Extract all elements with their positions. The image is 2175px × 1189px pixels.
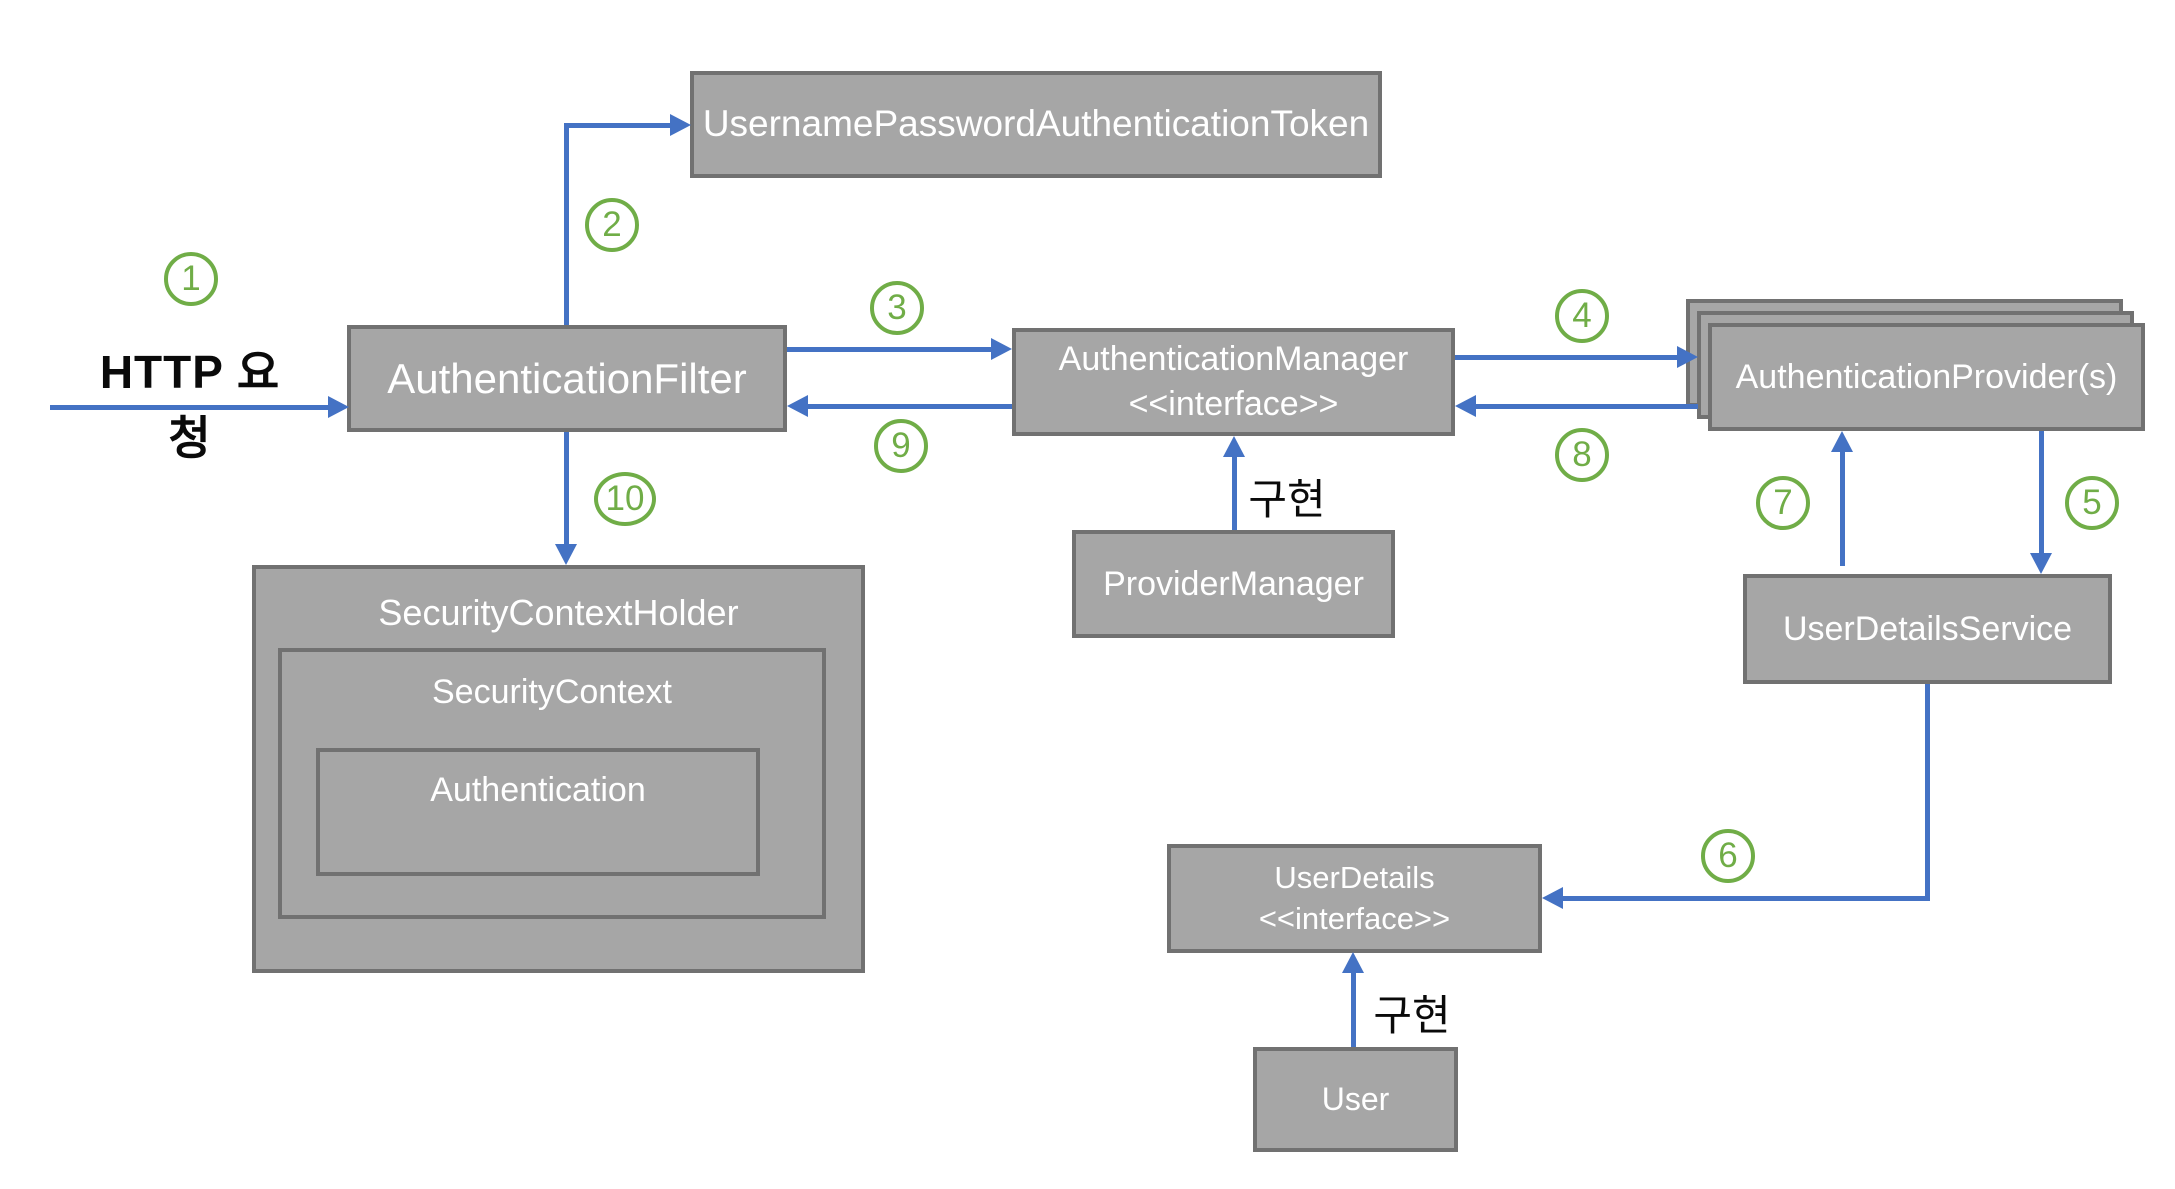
- arrow-step3-head: [991, 338, 1012, 360]
- arrow-step8-line: [1472, 404, 1698, 409]
- box-user-details-service: UserDetailsService: [1743, 574, 2112, 684]
- arrow-step2-line-vertical: [564, 123, 569, 325]
- step-badge-4: 4: [1555, 289, 1609, 343]
- box-authentication-manager-line1: AuthenticationManager: [1058, 340, 1409, 379]
- step-badge-10: 10: [594, 472, 656, 526]
- step-badge-8: 8: [1555, 428, 1609, 482]
- box-token-label: UsernamePasswordAuthenticationToken: [702, 103, 1370, 145]
- box-user-label: User: [1321, 1081, 1390, 1118]
- box-provider-manager-label: ProviderManager: [1103, 564, 1364, 603]
- step-badge-1: 1: [164, 252, 218, 306]
- arrow-step4-head: [1677, 346, 1698, 368]
- label-implements-provider-manager: 구현: [1248, 476, 1326, 523]
- arrow-step5-head: [2030, 553, 2052, 574]
- box-user-details: UserDetails <<interface>>: [1167, 844, 1542, 953]
- arrow-step4-line: [1455, 355, 1679, 360]
- box-authentication-provider-front: AuthenticationProvider(s): [1708, 323, 2145, 431]
- arrow-step3-line: [787, 347, 993, 352]
- arrow-step5-line: [2039, 431, 2044, 554]
- arrow-implements-user-line: [1351, 972, 1356, 1047]
- step-badge-2: 2: [585, 198, 639, 252]
- arrow-implements-provider-manager-line: [1232, 456, 1237, 530]
- arrow-step9-line: [804, 404, 1012, 409]
- box-authentication-label: Authentication: [430, 771, 646, 809]
- box-user-details-line1: UserDetails: [1274, 859, 1435, 895]
- box-user: User: [1253, 1047, 1458, 1152]
- arrow-step6-head: [1542, 887, 1563, 909]
- step-badge-5: 5: [2065, 476, 2119, 530]
- box-user-details-service-label: UserDetailsService: [1782, 609, 2073, 648]
- arrow-step6-line-vertical: [1925, 684, 1930, 901]
- arrow-step9-head: [787, 395, 808, 417]
- arrow-implements-user-head: [1342, 952, 1364, 973]
- box-security-context-label: SecurityContext: [432, 673, 672, 711]
- step-badge-3: 3: [870, 281, 924, 335]
- arrow-step10-line: [564, 432, 569, 546]
- box-user-details-line2: <<interface>>: [1258, 900, 1451, 936]
- label-implements-user: 구현: [1373, 992, 1451, 1039]
- box-username-password-authentication-token: UsernamePasswordAuthenticationToken: [690, 71, 1382, 178]
- arrow-implements-provider-manager-head: [1223, 436, 1245, 457]
- arrow-step6-line-horizontal: [1560, 896, 1930, 901]
- arrow-step7-line: [1840, 451, 1845, 566]
- arrow-step10-head: [555, 544, 577, 565]
- box-authentication-filter: AuthenticationFilter: [347, 325, 787, 432]
- arrow-step8-head: [1455, 395, 1476, 417]
- step-badge-7: 7: [1756, 476, 1810, 530]
- arrow-step2-head: [670, 114, 691, 136]
- arrow-step1-line: [50, 405, 332, 410]
- box-authentication-filter-label: AuthenticationFilter: [387, 354, 747, 402]
- step-badge-9: 9: [874, 419, 928, 473]
- box-authentication-manager: AuthenticationManager <<interface>>: [1012, 328, 1455, 436]
- box-security-context-holder-label: SecurityContextHolder: [378, 592, 739, 633]
- label-http-request: HTTP 요청: [99, 346, 281, 464]
- box-authentication: Authentication: [316, 748, 760, 876]
- arrow-step7-head: [1831, 431, 1853, 452]
- step-badge-6: 6: [1701, 829, 1755, 883]
- arrow-step2-line-horizontal: [564, 123, 672, 128]
- arrow-step1-head: [328, 396, 349, 418]
- box-authentication-provider-label: AuthenticationProvider(s): [1735, 357, 2118, 396]
- box-authentication-manager-line2: <<interface>>: [1128, 385, 1339, 423]
- box-provider-manager: ProviderManager: [1072, 530, 1395, 638]
